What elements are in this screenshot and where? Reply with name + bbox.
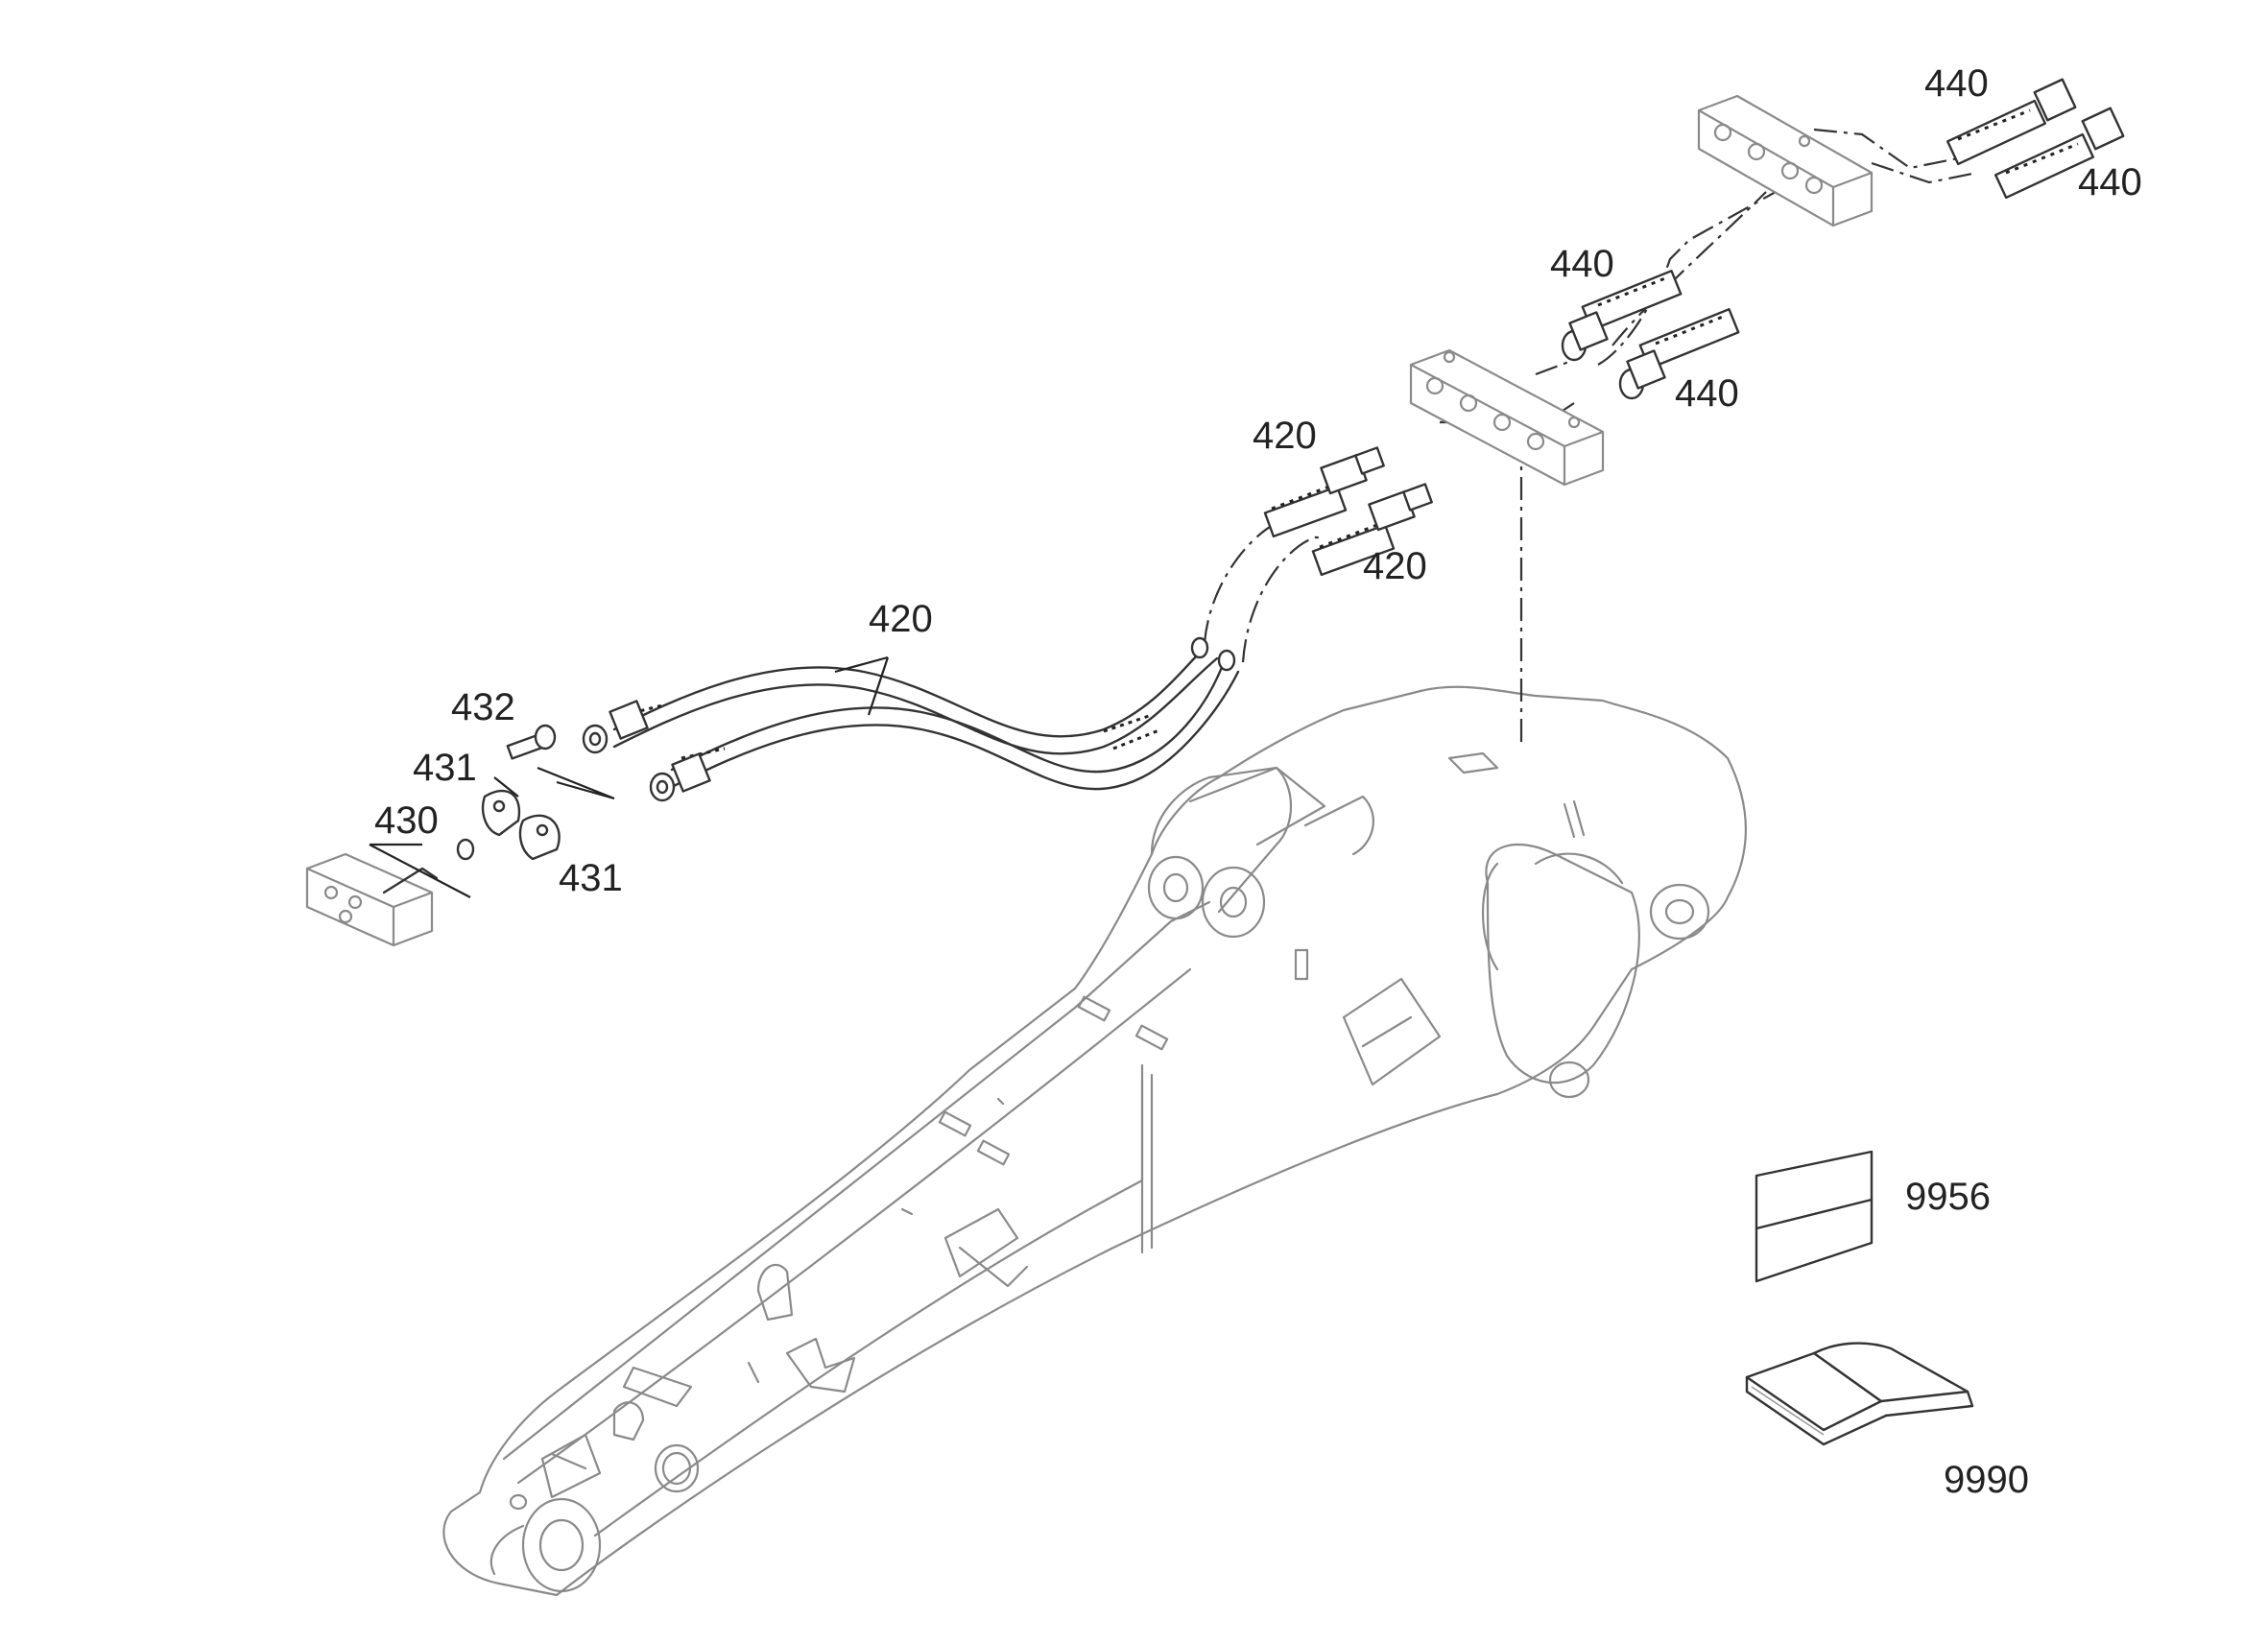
screw-432 bbox=[506, 724, 557, 760]
callout-431-upper: 431 bbox=[413, 747, 477, 789]
flange-half-431 bbox=[481, 776, 561, 861]
excavator-boom bbox=[442, 685, 1748, 1597]
hose-440-lower bbox=[1561, 270, 1740, 400]
clamp-block-upper bbox=[1697, 94, 1874, 227]
hose-440-upper bbox=[1946, 78, 2125, 200]
callout-420-main: 420 bbox=[869, 598, 933, 640]
callout-9990: 9990 bbox=[1944, 1459, 2029, 1501]
callout-9956: 9956 bbox=[1905, 1176, 1991, 1218]
callout-440-mid-right: 440 bbox=[1675, 372, 1739, 415]
callout-431-lower: 431 bbox=[559, 857, 623, 899]
manual-book-9990 bbox=[1745, 1342, 1974, 1446]
callout-440-top-left: 440 bbox=[1924, 62, 1989, 105]
valve-block-430 bbox=[305, 838, 475, 947]
decal-sheet-9956 bbox=[1755, 1150, 1874, 1283]
callout-420-short-lower: 420 bbox=[1363, 545, 1427, 587]
clamp-block-lower bbox=[1409, 348, 1605, 487]
callout-420-short-upper: 420 bbox=[1253, 415, 1317, 457]
callout-440-mid-left: 440 bbox=[1550, 243, 1614, 285]
callout-labels: 440 440 440 440 420 420 420 432 431 430 … bbox=[374, 62, 2142, 1501]
callout-430: 430 bbox=[374, 799, 439, 842]
hose-assembly-420 bbox=[537, 636, 1240, 802]
callout-432: 432 bbox=[451, 686, 515, 728]
hose-420-short bbox=[1263, 446, 1433, 577]
callout-440-top-right: 440 bbox=[2078, 161, 2142, 203]
